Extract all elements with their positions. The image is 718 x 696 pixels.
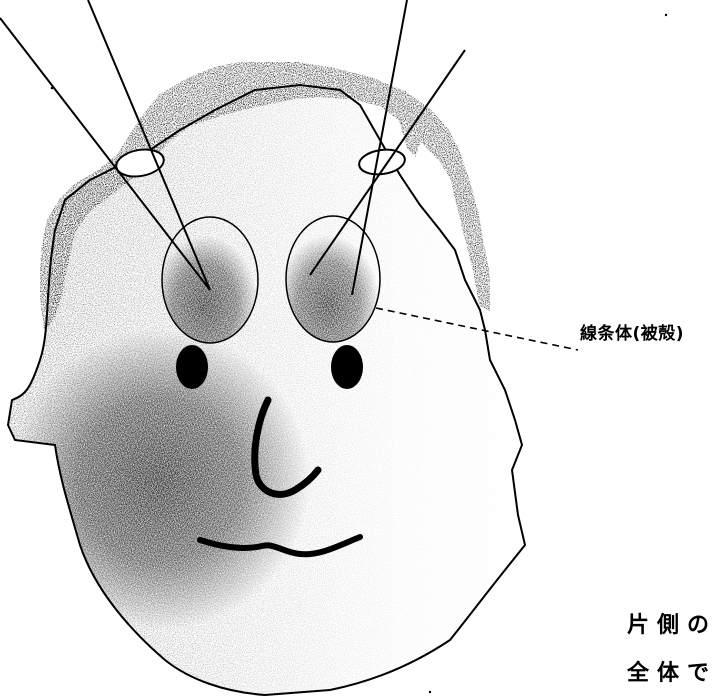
right-nostril [331, 345, 363, 389]
caption-line-2: 全体で [627, 655, 717, 687]
caption-line-1: 片側の [627, 607, 717, 639]
striatum-label: 線条体(被殻) [580, 319, 684, 344]
left-nostril [176, 345, 208, 389]
left-lobe [162, 217, 258, 343]
right-lobe [286, 216, 380, 342]
